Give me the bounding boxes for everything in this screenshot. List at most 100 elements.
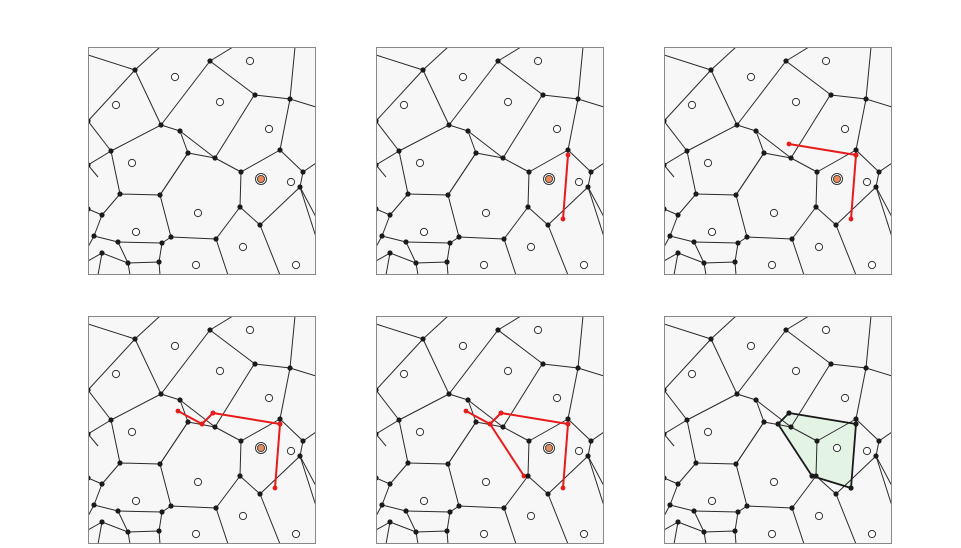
cell-edge [119, 193, 161, 196]
cell-edge [385, 521, 391, 544]
new-edge [562, 154, 569, 220]
cell-vertex [733, 192, 739, 198]
cell-vertex [526, 169, 532, 175]
cell-edge [755, 399, 792, 428]
cell-vertex [473, 150, 479, 156]
cell-edge [405, 510, 417, 533]
cell-edge [239, 475, 261, 495]
panel-4 [88, 316, 316, 544]
cell-edge [88, 521, 103, 531]
cell-vertex [185, 419, 191, 425]
cell-edge [448, 124, 469, 132]
cell-vertex [495, 58, 501, 64]
cell-vertex [157, 192, 163, 198]
cell-vertex [207, 58, 213, 64]
cell-edge [110, 393, 162, 421]
cell-edge [289, 367, 316, 377]
cell-edge [405, 241, 451, 244]
cell-vertex [158, 122, 164, 128]
site-point [399, 100, 409, 110]
site-point [481, 208, 491, 218]
cell-vertex [853, 421, 859, 427]
cell-edge [302, 162, 316, 173]
site-point [481, 477, 491, 487]
site-point [170, 341, 180, 351]
cell-edge [664, 433, 675, 447]
new-edge [177, 410, 203, 425]
cell-edge [110, 150, 121, 195]
cell-edge [497, 60, 544, 96]
cell-edge [734, 511, 739, 532]
cell-edge [97, 252, 103, 275]
site-point [131, 496, 141, 506]
cell-edge [497, 316, 522, 331]
cell-edge [187, 152, 216, 159]
cell-edge [673, 521, 679, 544]
site-point [707, 227, 717, 237]
site-point [286, 177, 296, 187]
site-point [458, 341, 468, 351]
panel-background [664, 316, 892, 544]
new-vertex [487, 421, 493, 427]
cell-vertex [379, 233, 385, 239]
cell-edge [160, 124, 181, 132]
panel-border [88, 316, 316, 544]
cell-vertex [545, 222, 551, 228]
cell-vertex [132, 67, 138, 73]
cell-edge [389, 193, 409, 216]
voronoi-cells [376, 316, 604, 544]
site-point [687, 100, 697, 110]
cell-edge [664, 389, 688, 421]
voronoi-cells [664, 47, 892, 275]
cell-vertex [708, 67, 714, 73]
cell-vertex [99, 250, 105, 256]
cell-vertex [238, 438, 244, 444]
panel-border [88, 47, 316, 275]
new-edge [489, 423, 525, 477]
cell-edge [502, 96, 542, 159]
site-point [574, 446, 584, 456]
cell-edge [878, 162, 892, 173]
cell-edge [497, 47, 522, 62]
cell-edge [88, 69, 136, 122]
cell-edge [398, 124, 450, 152]
cell-vertex [575, 365, 581, 371]
panel-background [88, 316, 316, 544]
cell-edge [448, 60, 499, 126]
site-point [746, 72, 756, 82]
new-edge [274, 423, 281, 489]
cell-edge [240, 149, 281, 173]
cell-edge [695, 193, 737, 196]
cell-edge [159, 463, 172, 507]
cell-edge [664, 338, 712, 391]
cell-edge [376, 419, 400, 435]
cell-edge [746, 505, 793, 509]
cell-edge [179, 130, 216, 159]
cell-vertex [115, 239, 121, 245]
cell-edge [577, 98, 604, 108]
cell-edge [669, 235, 695, 243]
site-point [703, 427, 713, 437]
cell-edge [736, 393, 757, 401]
site-point [264, 393, 274, 403]
cell-vertex [444, 528, 450, 534]
cell-edge [855, 149, 880, 173]
new-vertex [175, 408, 181, 414]
site-point [821, 325, 831, 335]
cell-vertex [814, 169, 820, 175]
cell-edge [101, 252, 129, 264]
cell-edge [791, 507, 805, 544]
site-point [458, 72, 468, 82]
site-point [526, 242, 536, 252]
cell-vertex [588, 438, 594, 444]
cell-vertex [828, 361, 834, 367]
site-point [767, 529, 777, 539]
cell-vertex [157, 461, 163, 467]
cell-edge [447, 194, 460, 238]
cell-vertex [257, 222, 263, 228]
cell-edge [239, 171, 242, 208]
cell-edge [790, 157, 818, 173]
cell-edge [736, 329, 787, 395]
site-point [415, 427, 425, 437]
